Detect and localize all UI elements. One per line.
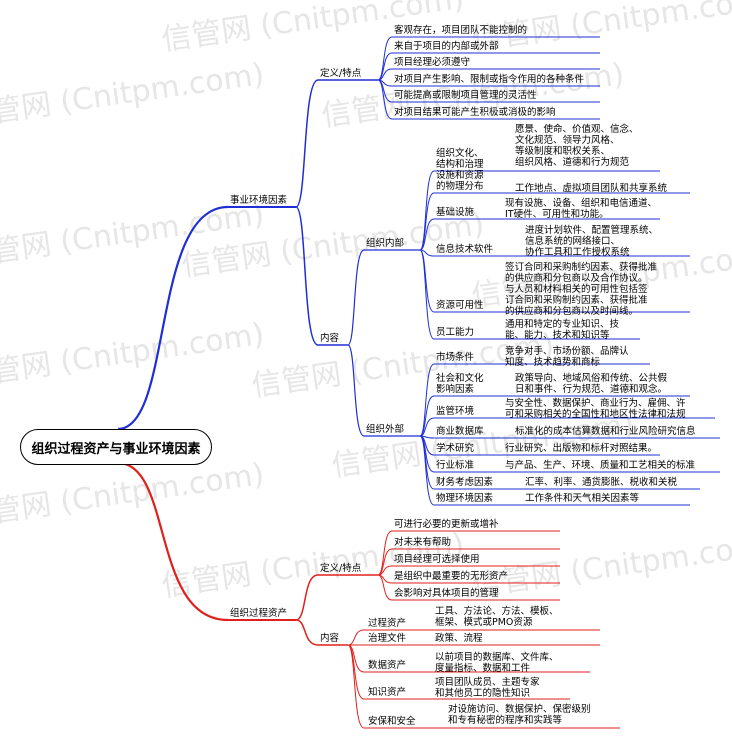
eef-internal-item-detail: 愿景、使命、价值观、信念、 文化规范、领导力风格、 等级制度和职权关系、 组织风… xyxy=(515,124,639,168)
eef-internal-item-detail: 进度计划软件、配置管理系统、 信息系统的网络接口、 协作工具和工作授权系统 xyxy=(525,225,659,258)
opa-content-label: 内容 xyxy=(320,633,340,644)
opa-def-item-curve xyxy=(377,574,393,601)
eef-internal-item-label: 信息技术软件 xyxy=(436,244,494,255)
opa-content-item-detail: 工具、方法论、方法、模板、 框架、模式或PMO资源 xyxy=(435,606,559,628)
opa-definition-item: 项目经理可选择使用 xyxy=(394,554,480,565)
opa-def-item-curve xyxy=(377,548,393,576)
eef-internal-item-label: 组织文化、 结构和治理 xyxy=(436,148,484,170)
opa-content-curve xyxy=(295,619,319,646)
eef-internal-item-label: 基础设施 xyxy=(436,207,475,218)
eef-def-item-curve xyxy=(377,52,393,81)
opa-content-item-detail: 以前项目的数据库、文件库、 度量指标、数据和工件 xyxy=(435,652,559,674)
eef-internal-item-label: 员工能力 xyxy=(436,327,475,338)
eef-external-item-label: 财务考虑因素 xyxy=(436,477,494,488)
opa-def-curve xyxy=(295,574,319,621)
opa-definition-label: 定义/特点 xyxy=(320,563,362,574)
eef-internal-item-label: 设施和资源 的物理分布 xyxy=(436,170,484,192)
eef-definition-item: 客观存在，项目团队不能控制的 xyxy=(394,25,528,36)
eef-content-curve xyxy=(295,206,319,346)
root-to-eef-branch xyxy=(117,205,229,431)
eef-external-item-detail: 政策导向、地域风俗和传统、公共假 日和事件、行为规范、道德和观念。 xyxy=(515,373,668,395)
eef-internal-item-detail: 通用和特定的专业知识、技 能、能力、技术和知识等 xyxy=(505,319,620,341)
eef-internal-item-label: 资源可用性 xyxy=(436,300,484,311)
eef-external-item-detail: 行业研究、出版物和标杆对照结果。 xyxy=(505,443,658,454)
eef-label: 事业环境因素 xyxy=(230,195,288,206)
opa-content-item-detail: 对设施访问、数据保护、保密级别 和专有秘密的程序和实践等 xyxy=(448,704,591,726)
eef-definition-item: 对项目结果可能产生积极或消极的影响 xyxy=(394,107,556,118)
eef-internal-item-curve xyxy=(419,249,435,257)
eef-internal-item-detail: 签订合同和采购制约因素、获得批准 的供应商和分包商以及合作协议。 与人员和材料相… xyxy=(505,262,658,317)
opa-content-item-label: 知识资产 xyxy=(368,687,407,698)
opa-definition-item: 可进行必要的更新或增补 xyxy=(394,519,499,530)
root-node: 组织过程资产与事业环境因素 xyxy=(20,429,212,465)
opa-content-item-curve xyxy=(347,644,365,729)
opa-content-item-label: 治理文件 xyxy=(368,633,407,644)
eef-definition-label: 定义/特点 xyxy=(320,68,362,79)
eef-definition-item: 可能提高或限制项目管理的灵活性 xyxy=(394,90,537,101)
eef-external-item-detail: 标准化的成本估算数据和行业风险研究信息 xyxy=(515,426,696,437)
eef-external-item-curve xyxy=(419,395,435,437)
eef-external-item-detail: 工作条件和天气相关因素等 xyxy=(525,493,640,504)
eef-external-item-curve xyxy=(419,435,435,473)
eef-external-curve xyxy=(347,344,365,437)
eef-internal-item-detail: 工作地点、虚拟项目团队和共享系统 xyxy=(515,183,668,194)
opa-definition-item: 是组织中最重要的无形资产 xyxy=(394,571,509,582)
eef-def-curve xyxy=(295,79,319,208)
opa-definition-item: 对未来有帮助 xyxy=(394,537,452,548)
opa-content-item-label: 数据资产 xyxy=(368,660,407,671)
eef-external-item-curve xyxy=(419,435,435,506)
eef-external-item-label: 商业数据库 xyxy=(436,426,484,437)
eef-definition-item: 对项目产生影响、限制或指令作用的各种条件 xyxy=(394,74,585,85)
root-to-opa-branch xyxy=(117,461,229,622)
eef-external-item-detail: 汇率、利率、通货膨胀、税收和关税 xyxy=(525,477,678,488)
eef-external-item-detail: 与产品、生产、环境、质量和工艺相关的标准 xyxy=(505,460,696,471)
eef-external-item-detail: 竞争对手、市场份额、品牌认 知度、技术趋势和商标 xyxy=(505,346,629,368)
opa-content-item-label: 安保和安全 xyxy=(368,716,416,727)
eef-definition-item: 来自于项目的内部或外部 xyxy=(394,41,499,52)
eef-internal-item-detail: 现有设施、设备、组织和电信通道、 IT硬件、可用性和功能。 xyxy=(505,198,658,220)
eef-content-label: 内容 xyxy=(320,333,340,344)
opa-content-item-detail: 项目团队成员、主题专家 和其他员工的隐性知识 xyxy=(435,677,540,699)
opa-definition-item: 会影响对具体项目的管理 xyxy=(394,588,499,599)
eef-internal-curve xyxy=(347,249,365,346)
eef-external-item-detail: 与安全性、数据保护、商业行为、雇佣、许 可和采购相关的全国性和地区性法律和法规 xyxy=(505,398,686,420)
eef-external-item-label: 行业标准 xyxy=(436,460,475,471)
eef-def-item-curve xyxy=(377,79,393,120)
eef-internal-item-curve xyxy=(419,249,435,340)
eef-external-label: 组织外部 xyxy=(366,424,405,435)
opa-def-item-curve xyxy=(377,530,393,576)
eef-external-item-label: 监管环境 xyxy=(436,406,475,417)
opa-content-item-curve xyxy=(347,629,365,646)
opa-label: 组织过程资产 xyxy=(230,608,288,619)
eef-external-item-label: 物理环境因素 xyxy=(436,493,494,504)
eef-external-item-curve xyxy=(419,417,435,437)
eef-external-item-label: 社会和文化 影响因素 xyxy=(436,373,484,395)
eef-definition-item: 项目经理必须遵守 xyxy=(394,57,471,68)
eef-internal-item-curve xyxy=(419,218,435,251)
eef-external-item-label: 学术研究 xyxy=(436,443,475,454)
eef-internal-label: 组织内部 xyxy=(366,238,405,249)
eef-external-item-label: 市场条件 xyxy=(436,352,475,363)
opa-content-item-detail: 政策、流程 xyxy=(435,633,483,644)
opa-content-item-label: 过程资产 xyxy=(368,618,407,629)
